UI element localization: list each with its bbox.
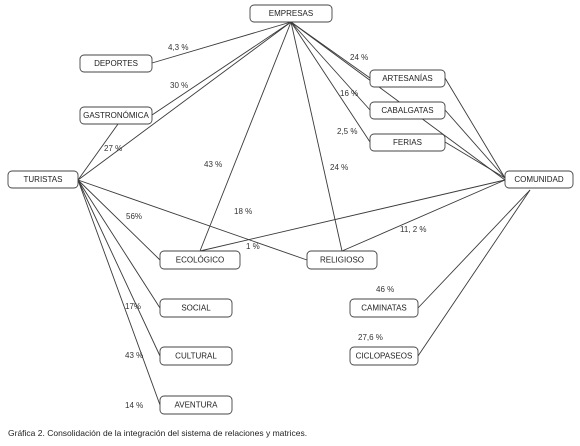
node-cultural: CULTURAL <box>159 346 233 366</box>
node-cultural-label: CULTURAL <box>175 352 217 361</box>
node-caminatas-label: CAMINATAS <box>361 304 406 313</box>
edge-empresas-gastronomica <box>151 21 292 116</box>
edge-turistas-aventura <box>77 179 161 406</box>
node-social-label: SOCIAL <box>181 304 211 313</box>
percentage-labels: 4,3 % 30 % 27 % 43 % 24 % 24 % 16 % 2,5 … <box>104 43 427 410</box>
node-turistas-label: TURISTAS <box>24 175 63 184</box>
node-ecologico: ECOLÓGICO <box>159 250 241 270</box>
node-caminatas: CAMINATAS <box>349 298 419 318</box>
node-cabalgatas: CABALGATAS <box>369 101 446 120</box>
node-comunidad: COMUNIDAD <box>504 170 574 189</box>
edge-comunidad-cabalgatas <box>444 109 506 179</box>
edge-empresas-cabalgatas <box>290 21 371 111</box>
edge-turistas-empresas <box>77 21 292 181</box>
node-deportes-label: DEPORTES <box>94 59 138 68</box>
pct-religioso-empresas: 24 % <box>330 163 348 172</box>
edge-turistas-religioso <box>77 179 308 261</box>
node-aventura-label: AVENTURA <box>175 401 219 410</box>
node-ciclopaseos: CICLOPASEOS <box>349 346 419 366</box>
node-ecologico-label: ECOLÓGICO <box>176 256 224 265</box>
edge-empresas-ecologico <box>199 21 292 252</box>
node-religioso: RELIGIOSO <box>306 250 378 270</box>
pct-cultural: 43 % <box>125 351 143 360</box>
edge-comunidad-ferias <box>444 141 506 179</box>
node-cabalgatas-label: CABALGATAS <box>381 106 433 115</box>
connector-lines <box>77 21 531 406</box>
node-empresas: EMPRESAS <box>249 4 333 23</box>
edge-empresas-religioso <box>290 21 343 252</box>
pct-religioso-comunidad: 11, 2 % <box>400 225 427 234</box>
edge-comunidad-artesanias <box>444 77 506 179</box>
edge-turistas-cultural <box>77 179 161 357</box>
pct-gastronomica-empresas: 30 % <box>170 81 188 90</box>
node-comunidad-label: COMUNIDAD <box>514 175 564 184</box>
pct-ecologico-empresas: 43 % <box>204 160 222 169</box>
pct-cabalgatas: 16 % <box>340 89 358 98</box>
pct-social: 17% <box>125 302 141 311</box>
pct-ferias: 2,5 % <box>337 127 357 136</box>
pct-ciclopaseos: 27,6 % <box>358 333 383 342</box>
edge-comunidad-ecologico <box>199 179 506 252</box>
edge-empresas-comunidad <box>290 21 506 181</box>
edge-empresas-ferias <box>290 21 371 143</box>
edge-comunidad-religioso <box>341 179 506 252</box>
edge-turistas-social <box>77 179 161 309</box>
node-religioso-label: RELIGIOSO <box>320 256 364 265</box>
pct-gastronomica-turistas: 27 % <box>104 144 122 153</box>
edge-turistas-gastronomica <box>77 123 119 181</box>
node-ciclopaseos-label: CICLOPASEOS <box>356 352 413 361</box>
pct-aventura: 14 % <box>125 401 143 410</box>
node-turistas: TURISTAS <box>7 170 79 189</box>
edge-comunidad-caminatas <box>417 189 531 309</box>
pct-religioso-turistas: 18 % <box>234 207 252 216</box>
edge-comunidad-ciclopaseos <box>417 189 531 357</box>
node-social: SOCIAL <box>159 298 233 318</box>
node-artesanias: ARTESANÍAS <box>369 69 446 88</box>
node-deportes: DEPORTES <box>79 54 153 73</box>
pct-ecologico-turistas: 56% <box>126 212 142 221</box>
node-gastronomica-label: GASTRONÓMICA <box>83 111 149 120</box>
edge-turistas-ecologico <box>77 179 161 261</box>
node-gastronomica: GASTRONÓMICA <box>79 106 153 125</box>
pct-deportes: 4,3 % <box>168 43 188 52</box>
node-ferias: FERIAS <box>369 133 446 152</box>
figure-caption: Gráfica 2. Consolidación de la integraci… <box>8 428 308 438</box>
node-empresas-label: EMPRESAS <box>269 9 313 18</box>
pct-ecologico-comunidad: 1 % <box>246 242 260 251</box>
node-aventura: AVENTURA <box>159 395 233 415</box>
edge-empresas-deportes <box>151 21 292 64</box>
pct-caminatas: 46 % <box>376 285 394 294</box>
node-artesanias-label: ARTESANÍAS <box>382 74 433 83</box>
node-ferias-label: FERIAS <box>393 138 422 147</box>
pct-artesanias: 24 % <box>350 53 368 62</box>
